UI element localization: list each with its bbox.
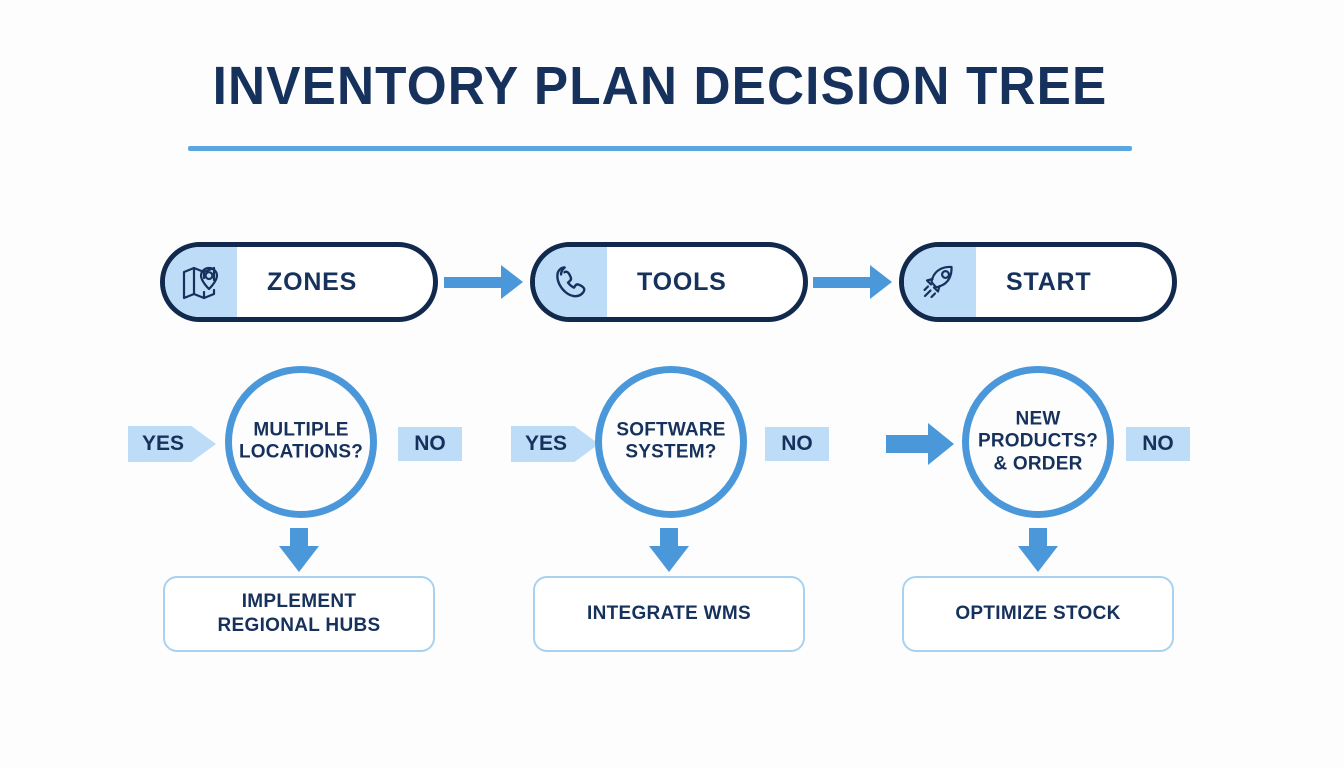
stage-pill-label: TOOLS: [637, 267, 727, 296]
map-pin-icon: [165, 247, 237, 317]
decision-label: NEW PRODUCTS? & ORDER: [977, 408, 1099, 475]
outcome-box-optimize-stock[interactable]: OPTIMIZE STOCK: [902, 576, 1174, 652]
arrow-head: [1018, 546, 1058, 572]
no-badge-branch-3[interactable]: NO: [1126, 427, 1190, 461]
arrow-shaft: [886, 435, 928, 453]
arrow-head: [928, 423, 954, 465]
inbound-arrow-branch-3: [886, 423, 954, 465]
stage-pill-label: ZONES: [267, 267, 358, 296]
connector-arrow-zones-tools: [444, 265, 523, 299]
no-badge-branch-2[interactable]: NO: [765, 427, 829, 461]
arrow-head: [870, 265, 892, 299]
stage-pill-label: START: [1006, 267, 1092, 296]
connector-arrow-tools-start: [813, 265, 892, 299]
stage-pill-start[interactable]: START: [899, 242, 1177, 322]
down-arrow-branch-1: [279, 528, 319, 574]
arrow-shaft: [813, 276, 870, 288]
page-title: INVENTORY PLAN DECISION TREE: [212, 56, 1108, 116]
arrow-head: [279, 546, 319, 572]
decision-node-new-products[interactable]: NEW PRODUCTS? & ORDER: [962, 366, 1114, 518]
yes-tag-branch-1[interactable]: YES: [128, 426, 216, 462]
decision-label: SOFTWARE SYSTEM?: [616, 419, 726, 463]
arrow-head: [649, 546, 689, 572]
title-block: INVENTORY PLAN DECISION TREE: [188, 56, 1132, 116]
phone-icon: [535, 247, 607, 317]
outcome-box-integrate-wms[interactable]: INTEGRATE WMS: [533, 576, 805, 652]
outcome-box-regional-hubs[interactable]: IMPLEMENT REGIONAL HUBS: [163, 576, 435, 652]
arrow-shaft: [290, 528, 308, 548]
arrow-shaft: [660, 528, 678, 548]
arrow-shaft: [444, 276, 501, 288]
stage-pill-zones[interactable]: ZONES: [160, 242, 438, 322]
no-badge-branch-1[interactable]: NO: [398, 427, 462, 461]
rocket-icon: [904, 247, 976, 317]
title-underline: [188, 146, 1132, 151]
arrow-shaft: [1029, 528, 1047, 548]
decision-node-multiple-locations[interactable]: MULTIPLE LOCATIONS?: [225, 366, 377, 518]
down-arrow-branch-3: [1018, 528, 1058, 574]
down-arrow-branch-2: [649, 528, 689, 574]
stage-pill-tools[interactable]: TOOLS: [530, 242, 808, 322]
decision-label: MULTIPLE LOCATIONS?: [238, 419, 364, 463]
arrow-head: [501, 265, 523, 299]
decision-node-software-system[interactable]: SOFTWARE SYSTEM?: [595, 366, 747, 518]
